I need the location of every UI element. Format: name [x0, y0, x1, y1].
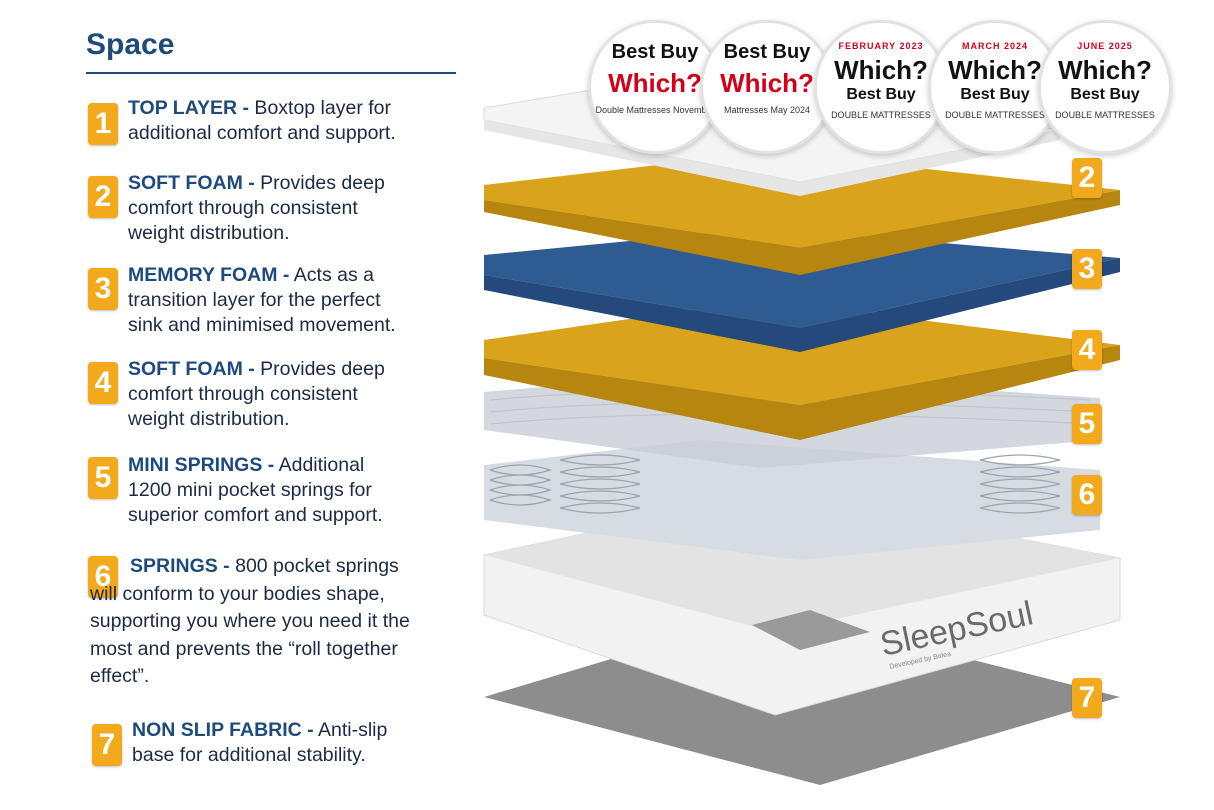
- feature-springs: SPRINGS - 800 pocket springs will confor…: [90, 553, 420, 691]
- feature-memory-foam: MEMORY FOAM - Acts as a transition layer…: [128, 263, 408, 338]
- feature-text: Provides deep comfort through consistent…: [128, 358, 385, 430]
- feature-badge-5: 5: [88, 457, 118, 499]
- award-mark: Which?: [1058, 55, 1152, 85]
- feature-heading: TOP LAYER -: [128, 97, 250, 119]
- feature-badge-4: 4: [88, 362, 118, 404]
- award-seal-4: MARCH 2024 Which? Best Buy DOUBLE MATTRE…: [928, 20, 1062, 154]
- feature-text: Anti-slip base for additional stability.: [132, 719, 388, 766]
- layer-badge-6: 6: [1072, 475, 1102, 515]
- top-layer-edge: [484, 120, 1060, 196]
- panel-inner-base: [752, 610, 870, 650]
- feature-mini-springs: MINI SPRINGS - Additional 1200 mini pock…: [128, 453, 398, 528]
- layer-badge-3: 3: [1072, 249, 1102, 289]
- feature-text: Acts as a transition layer for the perfe…: [128, 264, 396, 336]
- award-bottom: DOUBLE MATTRESSES: [831, 110, 931, 120]
- award-top: MARCH 2024: [961, 41, 1029, 51]
- award-mark: Which?: [834, 55, 928, 85]
- award-sub: Best Buy: [846, 86, 916, 103]
- feature-badge-6: 6: [88, 556, 118, 598]
- award-mark: Which?: [948, 55, 1042, 85]
- soft-foam-layer-4: [484, 300, 1120, 405]
- award-sub: Best Buy: [1070, 86, 1140, 103]
- award-top: FEBRUARY 2023: [838, 41, 924, 51]
- memory-foam-layer: [484, 228, 1120, 328]
- soft-foam-layer-4-edge: [484, 345, 1120, 440]
- feature-top-layer: TOP LAYER - Boxtop layer for additional …: [128, 96, 428, 146]
- award-seal-2: Best Buy Which? Mattresses May 2024: [700, 20, 834, 154]
- award-seal-5: JUNE 2025 Which? Best Buy DOUBLE MATTRES…: [1038, 20, 1172, 154]
- award-seal-3: FEBRUARY 2023 Which? Best Buy DOUBLE MAT…: [814, 20, 948, 154]
- award-seal-1: Best Buy Which? Double Mattresses Novemb…: [588, 20, 722, 154]
- title-divider: [86, 72, 456, 74]
- feature-non-slip-fabric: NON SLIP FABRIC - Anti-slip base for add…: [132, 718, 402, 768]
- feature-heading: SOFT FOAM -: [128, 358, 255, 380]
- feature-heading: MINI SPRINGS -: [128, 454, 275, 476]
- award-mark: Which?: [608, 68, 702, 98]
- feature-text: Additional 1200 mini pocket springs for …: [128, 454, 383, 526]
- award-top: Best Buy: [723, 41, 811, 63]
- layer-badge-5: 5: [1072, 404, 1102, 444]
- feature-text: Provides deep comfort through consistent…: [128, 172, 385, 244]
- layer-badge-2: 2: [1072, 158, 1102, 198]
- award-bottom: Double Mattresses November: [595, 105, 715, 115]
- feature-heading: MEMORY FOAM -: [128, 264, 290, 286]
- feature-heading: NON SLIP FABRIC -: [132, 719, 314, 741]
- feature-badge-1: 1: [88, 103, 118, 145]
- feature-soft-foam-2: SOFT FOAM - Provides deep comfort throug…: [128, 357, 398, 432]
- award-bottom: Mattresses May 2024: [723, 105, 811, 115]
- feature-text: 800 pocket springs will conform to your …: [90, 555, 410, 687]
- feature-heading: SPRINGS -: [130, 555, 230, 577]
- feature-text: Boxtop layer for additional comfort and …: [128, 97, 396, 144]
- page-title: Space: [86, 28, 175, 61]
- feature-soft-foam: SOFT FOAM - Provides deep comfort throug…: [128, 171, 398, 246]
- award-mark: Which?: [720, 68, 814, 98]
- memory-foam-layer-edge: [484, 258, 1120, 352]
- layer-badge-4: 4: [1072, 330, 1102, 370]
- award-top: Best Buy: [611, 41, 699, 63]
- award-top: JUNE 2025: [1077, 41, 1133, 51]
- layer-badge-7: 7: [1072, 678, 1102, 718]
- feature-badge-7: 7: [92, 724, 122, 766]
- award-sub: Best Buy: [960, 86, 1030, 103]
- feature-badge-3: 3: [88, 268, 118, 310]
- soft-foam-layer-2-edge: [484, 190, 1120, 275]
- feature-heading: SOFT FOAM -: [128, 172, 255, 194]
- award-bottom: DOUBLE MATTRESSES: [1055, 110, 1155, 120]
- award-bottom: DOUBLE MATTRESSES: [945, 110, 1045, 120]
- soft-foam-layer-2: [484, 152, 1120, 248]
- feature-badge-2: 2: [88, 176, 118, 218]
